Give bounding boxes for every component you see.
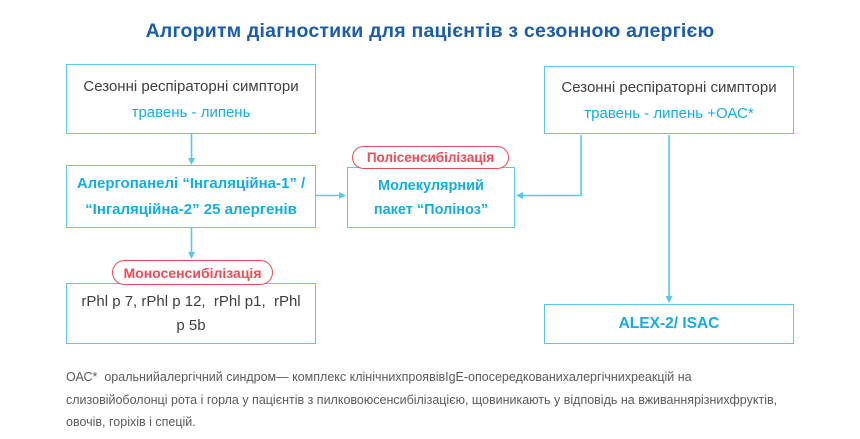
box-alex-isac-label: ALEX-2/ ISAC <box>618 315 720 332</box>
box-rphl-line1: rPhl p 7, rPhl p 12, rPhl p1, rPhl <box>81 292 301 310</box>
box-seasonal-symptoms-right-period: травень - липень +ОАС* <box>584 104 754 122</box>
badge-monosensitization: Моносенсибілізація <box>112 260 273 285</box>
box-allergopanel-line1: Алергопанелі “Інгаляційна-1” / <box>76 174 306 192</box>
box-rphl-line2: p 5b <box>176 316 206 334</box>
footnote-line2: слизовійоболонці рота і горла у пацієнті… <box>66 392 778 407</box>
box-molecular-package: Молекулярний пакет “Поліноз” <box>347 167 515 228</box>
box-seasonal-symptoms-left-title: Сезонні респіраторні симптори <box>83 77 299 95</box>
box-molecular-line1: Молекулярний <box>378 177 484 194</box>
badge-polysensitization: Полісенсибілізація <box>352 146 509 169</box>
arrow-right-top-to-molecular <box>516 135 582 199</box>
box-molecular-line2: пакет “Поліноз” <box>373 201 489 218</box>
box-seasonal-symptoms-right: Сезонні респіраторні симптори травень - … <box>544 66 794 134</box>
box-allergopanel: Алергопанелі “Інгаляційна-1” / “Інгаляці… <box>66 165 316 228</box>
footnote-line3: овочів, горіхів і спецій. <box>66 415 196 429</box>
footnote: ОАС* оральнийалергічний синдром— комплек… <box>66 366 844 434</box>
footnote-line1: ОАС* оральнийалергічний синдром— комплек… <box>66 370 692 384</box>
box-allergopanel-line2: “Інгаляційна-2” 25 алергенів <box>85 200 297 218</box>
box-seasonal-symptoms-left: Сезонні респіраторні симптори травень - … <box>66 64 316 134</box>
box-seasonal-symptoms-left-period: травень - липень <box>131 103 251 121</box>
box-alex-isac: ALEX-2/ ISAC <box>544 304 794 344</box>
box-rphl-allergens: rPhl p 7, rPhl p 12, rPhl p1, rPhl p 5b <box>66 283 316 344</box>
page-title: Алгоритм діагностики для пацієнтів з сез… <box>145 20 715 42</box>
box-seasonal-symptoms-right-title: Сезонні респіраторні симптори <box>561 78 777 96</box>
